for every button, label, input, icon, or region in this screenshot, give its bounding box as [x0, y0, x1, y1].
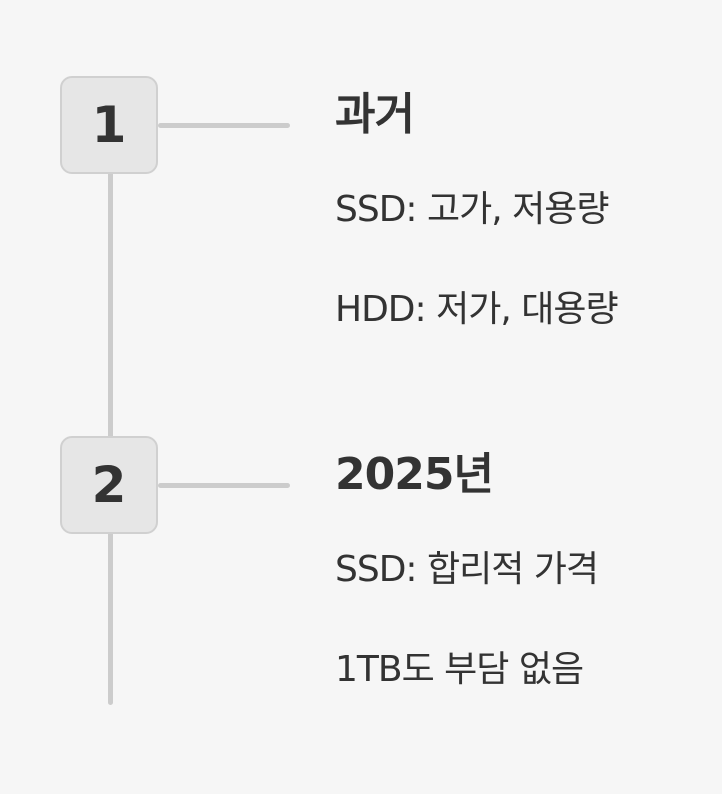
step-connector-line — [158, 123, 290, 128]
step-marker-1: 1 — [60, 76, 158, 174]
step-connector-line — [158, 483, 290, 488]
step-description-line: HDD: 저가, 대용량 — [335, 289, 619, 330]
timeline-spine-segment — [108, 530, 113, 705]
step-title: 과거 — [335, 89, 415, 140]
step-marker-2: 2 — [60, 436, 158, 534]
step-title: 2025년 — [335, 449, 494, 500]
timeline-spine-segment — [108, 170, 113, 440]
step-number: 2 — [91, 456, 127, 514]
step-description-line: SSD: 고가, 저용량 — [335, 189, 609, 230]
step-description-line: SSD: 합리적 가격 — [335, 549, 599, 590]
step-description-line: 1TB도 부담 없음 — [335, 649, 584, 690]
step-number: 1 — [91, 96, 127, 154]
